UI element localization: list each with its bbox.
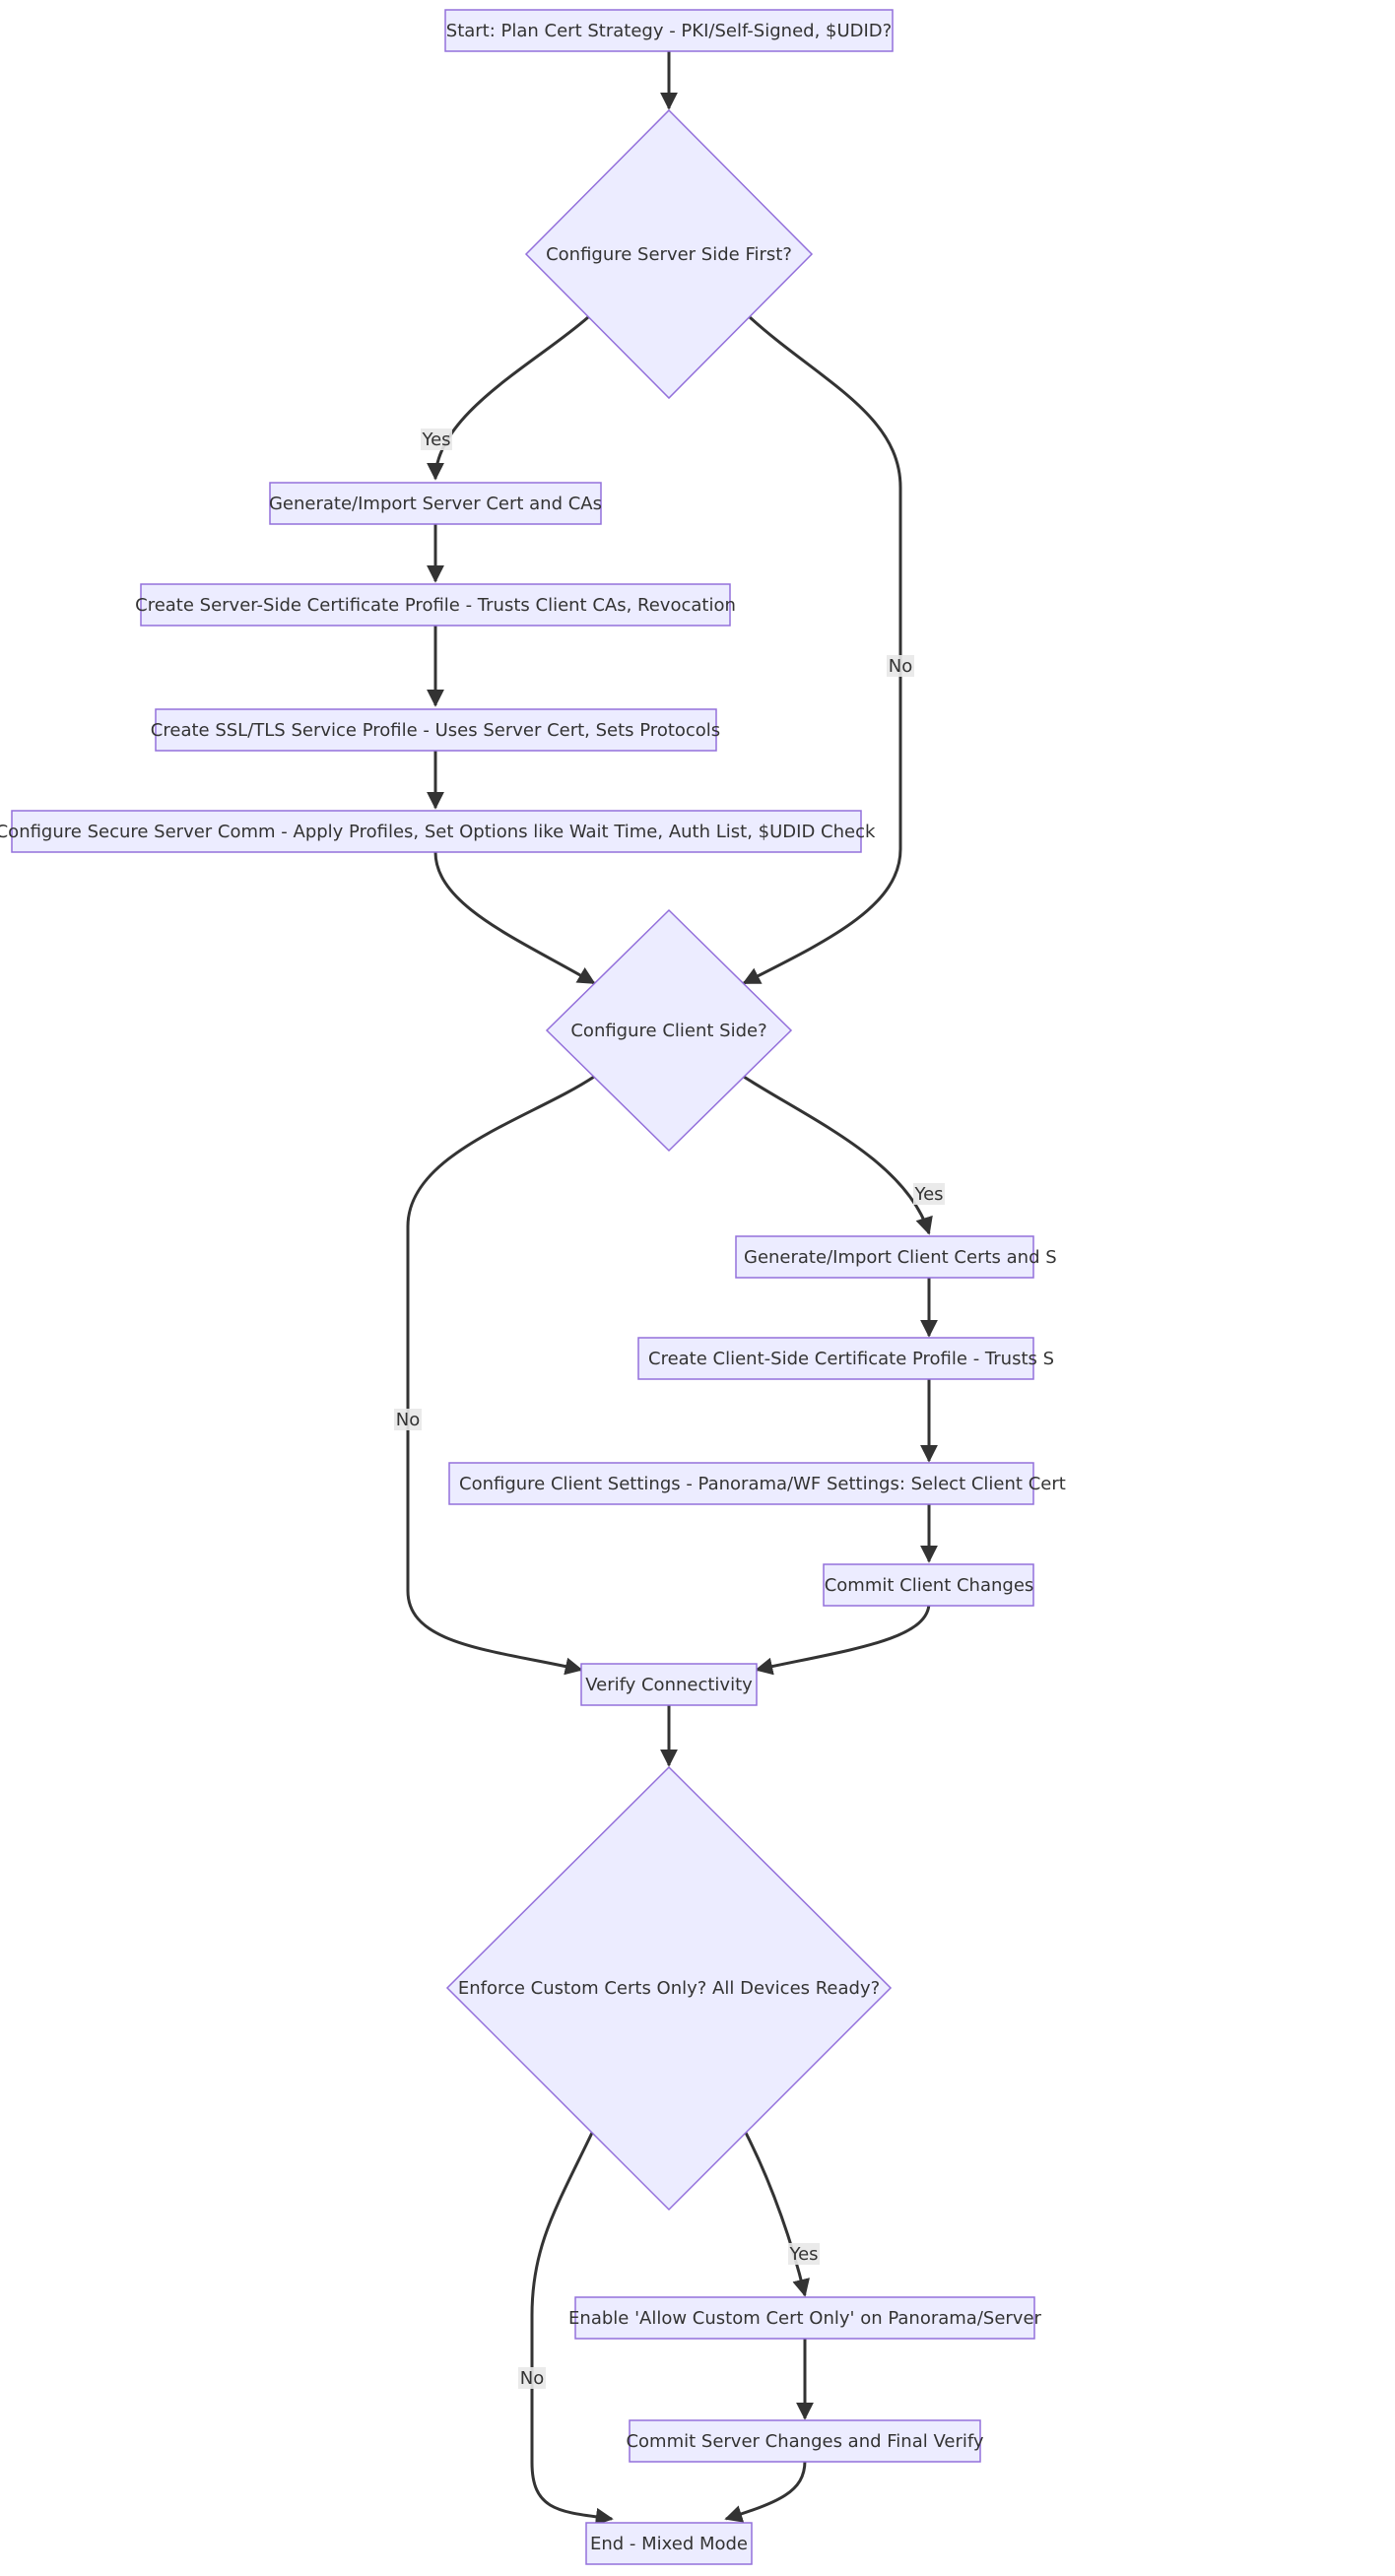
svg-text:No: No xyxy=(889,656,912,677)
edge-label-client-yes: Yes xyxy=(913,1183,945,1205)
gen-server-cert-node[interactable]: Generate/Import Server Cert and CAs xyxy=(269,482,602,525)
edge-serverfirst-yes xyxy=(427,315,589,481)
edge-label-client-no: No xyxy=(394,1409,422,1430)
svg-text:No: No xyxy=(396,1410,420,1430)
allow-custom-node[interactable]: Enable 'Allow Custom Cert Only' on Panor… xyxy=(568,2296,1042,2340)
svg-text:End - Mixed Mode: End - Mixed Mode xyxy=(590,2534,748,2554)
edges xyxy=(406,51,938,2526)
svg-text:Create Server-Side Certificate: Create Server-Side Certificate Profile -… xyxy=(135,595,736,616)
client-cert-profile-node[interactable]: Create Client-Side Certificate Profile -… xyxy=(637,1337,1054,1380)
gen-client-certs-node[interactable]: Generate/Import Client Certs and S xyxy=(735,1235,1057,1279)
edge-commitclient-verify xyxy=(755,1602,931,1676)
enforce-decision[interactable]: Enforce Custom Certs Only? All Devices R… xyxy=(445,1765,893,2212)
edge-clientside-no xyxy=(406,1075,595,1676)
svg-text:Enable 'Allow Custom Cert Only: Enable 'Allow Custom Cert Only' on Panor… xyxy=(568,2308,1041,2329)
edge-label-server-yes: Yes xyxy=(421,429,452,450)
svg-text:Create SSL/TLS Service Profile: Create SSL/TLS Service Profile - Uses Se… xyxy=(151,720,720,741)
svg-text:Generate/Import Client Certs a: Generate/Import Client Certs and S xyxy=(744,1247,1057,1268)
end-node[interactable]: End - Mixed Mode xyxy=(585,2522,753,2565)
secure-server-comm-node[interactable]: Configure Secure Server Comm - Apply Pro… xyxy=(0,810,876,853)
commit-server-node[interactable]: Commit Server Changes and Final Verify xyxy=(626,2419,984,2463)
svg-text:Generate/Import Server Cert an: Generate/Import Server Cert and CAs xyxy=(269,494,602,514)
edge-serverfirst-no xyxy=(742,315,902,985)
server-cert-profile-node[interactable]: Create Server-Side Certificate Profile -… xyxy=(135,583,736,627)
svg-text:No: No xyxy=(520,2368,544,2389)
verify-connectivity-node[interactable]: Verify Connectivity xyxy=(580,1663,758,1706)
start-node[interactable]: Start: Plan Cert Strategy - PKI/Self-Sig… xyxy=(444,9,894,52)
server-first-decision[interactable]: Configure Server Side First? xyxy=(524,108,814,400)
svg-text:Configure Server Side First?: Configure Server Side First? xyxy=(546,244,792,265)
edge-clientside-yes xyxy=(743,1075,933,1235)
svg-text:Configure Client Side?: Configure Client Side? xyxy=(570,1021,766,1041)
svg-text:Commit Client Changes: Commit Client Changes xyxy=(825,1575,1034,1596)
svg-text:Yes: Yes xyxy=(421,429,450,450)
svg-text:Yes: Yes xyxy=(913,1184,943,1205)
edge-commitserver-end xyxy=(724,2460,807,2523)
svg-text:Verify Connectivity: Verify Connectivity xyxy=(585,1675,753,1695)
edge-enforce-yes xyxy=(744,2132,810,2297)
edge-labels: Yes No Yes No Yes No xyxy=(394,429,945,2389)
svg-text:Start: Plan Cert Strategy - PK: Start: Plan Cert Strategy - PKI/Self-Sig… xyxy=(446,21,892,41)
svg-text:Configure Client Settings - Pa: Configure Client Settings - Panorama/WF … xyxy=(459,1474,1066,1494)
svg-text:Create Client-Side Certificate: Create Client-Side Certificate Profile -… xyxy=(648,1349,1054,1369)
svg-text:Enforce Custom Certs Only? All: Enforce Custom Certs Only? All Devices R… xyxy=(458,1978,880,1999)
client-side-decision[interactable]: Configure Client Side? xyxy=(545,908,793,1153)
edge-secure-clientside xyxy=(433,851,596,985)
edge-label-enforce-yes: Yes xyxy=(788,2243,820,2265)
edge-label-server-no: No xyxy=(887,655,914,677)
client-settings-node[interactable]: Configure Client Settings - Panorama/WF … xyxy=(448,1462,1066,1505)
edge-label-enforce-no: No xyxy=(518,2367,546,2389)
svg-text:Configure Secure Server Comm -: Configure Secure Server Comm - Apply Pro… xyxy=(0,822,876,842)
ssl-tls-profile-node[interactable]: Create SSL/TLS Service Profile - Uses Se… xyxy=(151,708,720,752)
svg-text:Commit Server Changes and Fina: Commit Server Changes and Final Verify xyxy=(626,2431,983,2452)
nodes: Start: Plan Cert Strategy - PKI/Self-Sig… xyxy=(0,9,1066,2565)
svg-text:Yes: Yes xyxy=(788,2244,818,2265)
edge-enforce-no xyxy=(530,2132,614,2526)
commit-client-node[interactable]: Commit Client Changes xyxy=(823,1563,1034,1607)
